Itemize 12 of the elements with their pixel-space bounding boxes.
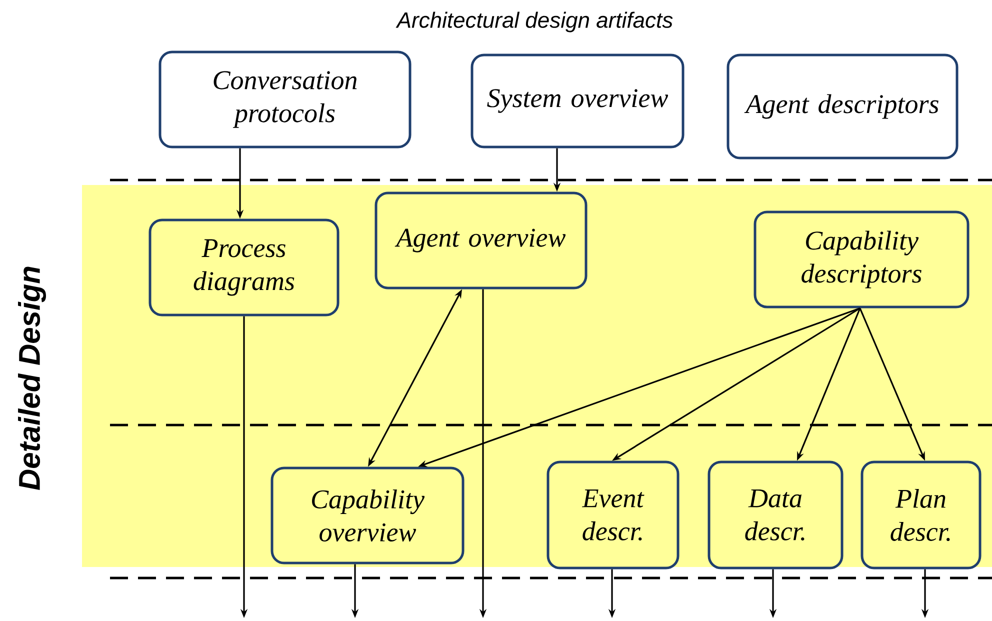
process-box: Data descr. [708, 460, 844, 570]
process-box: System overview [470, 54, 684, 148]
side-label: Detailed Design [18, 266, 46, 490]
process-box: Conversation protocols [158, 50, 412, 148]
process-box: Event descr. [546, 460, 680, 570]
process-box: Capability overview [270, 466, 464, 564]
process-box: Capability descriptors [754, 210, 970, 308]
process-box: Agent overview [374, 192, 588, 290]
heading: Architectural design artifacts [396, 12, 673, 32]
process-box: Plan descr. [860, 460, 982, 570]
process-box: Agent descriptors [726, 54, 958, 160]
process-box: Process diagrams [148, 218, 340, 316]
